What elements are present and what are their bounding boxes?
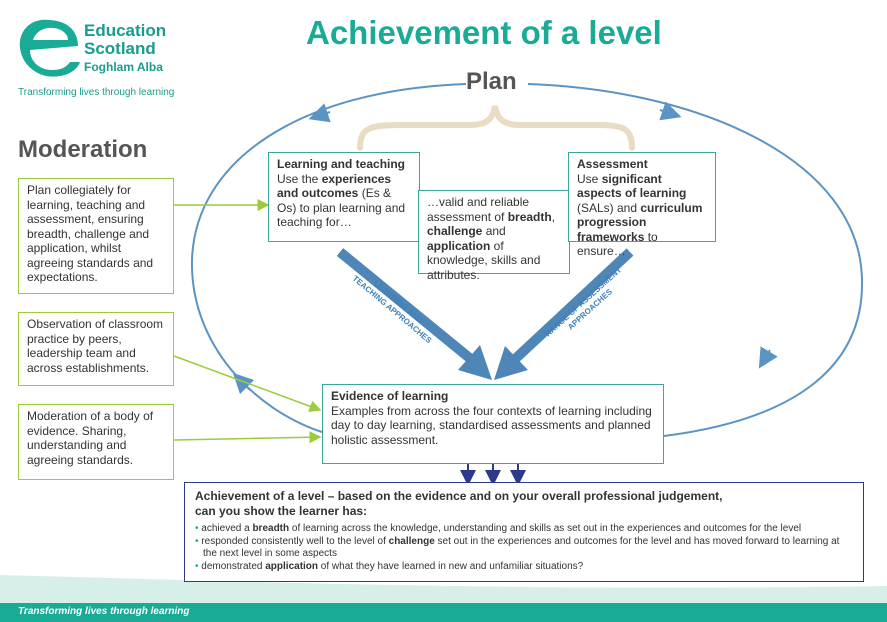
achievement-list: • achieved a breadth of learning across … [195, 523, 853, 573]
logo-tagline: Transforming lives through learning [18, 87, 175, 98]
moderation-heading: Moderation [18, 136, 148, 163]
plan-label: Plan [466, 68, 517, 95]
item-text: set out in the experiences and outcomes … [203, 535, 840, 560]
as-bold: curriculum progression frameworks [577, 200, 703, 244]
list-item: • achieved a breadth of learning across … [195, 523, 853, 536]
moderation-box-plan: Plan collegiately for learning, teaching… [18, 178, 174, 294]
item-text: achieved a [201, 523, 253, 534]
mb-text: and [482, 224, 506, 238]
item-bold: challenge [388, 535, 435, 547]
as-text: (SALs) and [577, 200, 641, 215]
list-item: • responded consistently well to the lev… [195, 536, 853, 561]
evidence-heading: Evidence of learning [331, 389, 449, 403]
item-bold: breadth [252, 523, 290, 534]
lt-bold: experiences and outcomes [277, 171, 392, 201]
logo-line-2: Scotland [84, 39, 156, 58]
item-text: of what they have learned in new and unf… [318, 560, 584, 572]
bullet-icon: • [195, 560, 199, 572]
education-scotland-e-logo [19, 19, 80, 77]
footer-tagline: Transforming lives through learning [18, 606, 190, 617]
item-bold: application [265, 560, 319, 572]
mb-bold: challenge [427, 224, 483, 238]
achievement-heading-1: Achievement of a level – based on the ev… [195, 489, 723, 503]
moderation-connectors [173, 199, 322, 444]
mb-bold: breadth [507, 209, 552, 224]
as-text: Use [577, 171, 602, 186]
item-text: of learning across the knowledge, unders… [289, 523, 802, 534]
assessment-approaches-arrow [494, 248, 634, 380]
valid-assessment-box: …valid and reliable assessment of breadt… [418, 190, 570, 282]
mb-text: of knowledge, skills and attributes. [427, 238, 541, 282]
cycle-ellipse [190, 83, 864, 437]
logo-line-3: Foghlam Alba [84, 60, 163, 74]
plan-brace [357, 105, 635, 151]
assessment-heading: Assessment [577, 157, 648, 171]
item-text: demonstrated [201, 560, 266, 572]
evidence-body: Examples from across the four contexts o… [331, 403, 652, 447]
achievement-heading-2: can you show the learner has: [195, 504, 368, 518]
moderation-text: Moderation of a body of evidence. Sharin… [27, 409, 154, 467]
moderation-text: Plan collegiately for learning, teaching… [27, 183, 154, 284]
item-text: responded consistently well to the level… [201, 535, 389, 547]
as-bold: significant aspects of learning [577, 171, 687, 201]
assessment-box: Assessment Use significant aspects of le… [568, 152, 716, 258]
moderation-text: Observation of classroom practice by pee… [27, 317, 164, 375]
achievement-box: Achievement of a level – based on the ev… [184, 482, 864, 582]
mb-text: , [551, 209, 556, 224]
moderation-box-observation: Observation of classroom practice by pee… [18, 312, 174, 386]
bullet-icon: • [195, 535, 199, 547]
moderation-box-evidence: Moderation of a body of evidence. Sharin… [18, 404, 174, 480]
lt-text: (Es & Os) to plan learning and teaching … [277, 186, 406, 229]
page-title: Achievement of a level [306, 14, 662, 51]
mb-text: …valid and reliable assessment of [427, 195, 530, 224]
lt-text: Use the [277, 171, 322, 186]
evidence-box: Evidence of learning Examples from acros… [322, 384, 664, 464]
learning-teaching-box: Learning and teaching Use the experience… [268, 152, 420, 242]
footer-swoosh [0, 575, 887, 604]
logo-line-1: Education [84, 21, 167, 40]
mb-bold: application [427, 238, 491, 253]
list-item: • demonstrated application of what they … [195, 561, 853, 574]
learning-teaching-heading: Learning and teaching [277, 157, 406, 171]
learning-approaches-arrow [336, 248, 492, 380]
as-text: to ensure… [577, 229, 658, 259]
bullet-icon: • [195, 523, 199, 534]
footer-bar [0, 603, 887, 622]
achievement-arrows [460, 464, 526, 486]
